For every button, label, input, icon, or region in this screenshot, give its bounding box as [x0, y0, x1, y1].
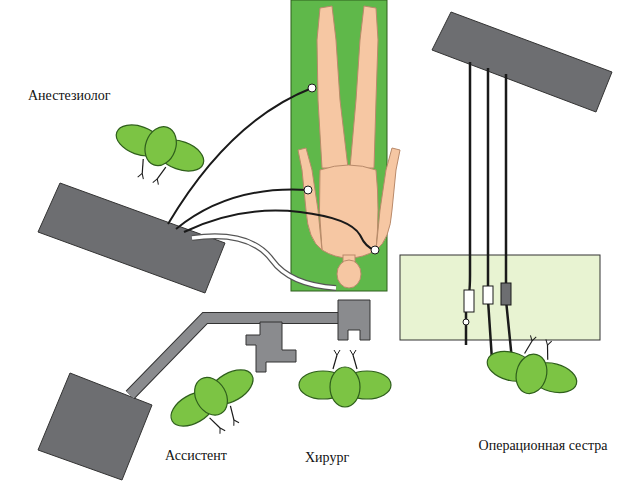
- role-label: Хирург: [305, 450, 395, 467]
- electrodes: [304, 84, 379, 254]
- role-label: Ассистент: [165, 448, 275, 465]
- patient-figure: [298, 6, 400, 288]
- assistant-figure: [161, 356, 269, 451]
- role-label: Анестезиолог: [28, 88, 158, 105]
- anaesthesiologist-figure: [105, 112, 211, 197]
- instrument-table: [400, 255, 600, 340]
- surgeon-figure: [299, 350, 391, 407]
- operating-table: [291, 0, 387, 291]
- breathing-tube: [192, 236, 336, 288]
- instruments: [463, 283, 511, 325]
- role-label: Операционная сестра: [478, 438, 608, 455]
- nurse-figure: [482, 326, 586, 405]
- instrument-cables: [466, 62, 512, 360]
- equipment-unit: [432, 12, 612, 112]
